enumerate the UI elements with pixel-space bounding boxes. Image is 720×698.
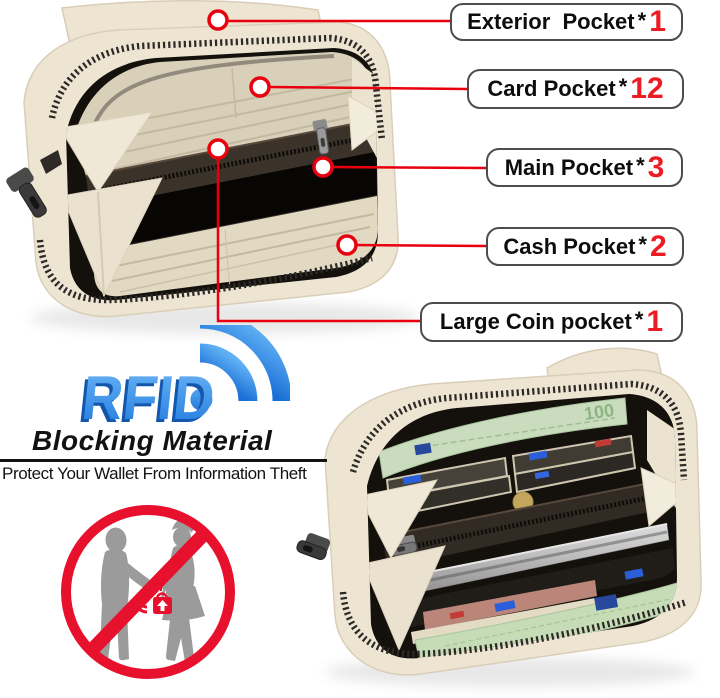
callout-label: Main Pocket: [504, 154, 634, 180]
eu-flag-patch: [594, 594, 619, 611]
callout-label: Exterior Pocket: [467, 9, 635, 34]
euro-banknote-top: 100: [378, 397, 628, 479]
callout-count: 12: [630, 72, 664, 105]
zipper-pull: [296, 533, 331, 561]
callout-count: 2: [649, 229, 667, 263]
rfid-logo-text: RFID: [79, 364, 218, 430]
callout-coin-pocket: Large Coin pocket*1: [420, 302, 683, 342]
anti-theft-illustration: [61, 505, 235, 679]
open-wallet-photo-filled: 100: [296, 347, 702, 687]
rfid-logo-text-shadow: RFID: [75, 367, 214, 430]
zipper-teeth: [339, 380, 688, 658]
callout-exterior-pocket: Exterior Pocket*1: [450, 3, 683, 41]
callout-star: *: [638, 232, 647, 257]
wifi-signal-icon: [190, 325, 290, 411]
banknote-denomination: 100: [583, 400, 616, 424]
rfid-block: RFID RFID Blocking Material Protect Your…: [0, 325, 340, 495]
coin-zipper-pocket: [382, 477, 677, 568]
inner-zipper-slider: [312, 119, 330, 155]
callout-cash-pocket: Cash Pocket*2: [486, 227, 684, 266]
gusset-folds: [367, 410, 677, 652]
rfid-subtitle: Protect Your Wallet From Information The…: [2, 464, 307, 483]
callout-count: 3: [647, 150, 665, 184]
handbag-lock-icon: [153, 587, 172, 614]
callout-label: Card Pocket: [487, 76, 616, 101]
callout-main-pocket: Main Pocket*3: [486, 148, 683, 187]
credit-cards-front: [403, 548, 675, 630]
callout-star: *: [637, 8, 647, 33]
rfid-title: Blocking Material: [32, 425, 273, 456]
gusset-folds: [66, 58, 378, 298]
callout-star: *: [634, 307, 644, 332]
divider-line: [0, 459, 327, 462]
callout-card-pocket: Card Pocket*12: [467, 69, 684, 109]
callout-count: 1: [646, 305, 664, 338]
rfid-logo: RFID RFID: [75, 325, 290, 430]
callout-label: Cash Pocket: [503, 233, 636, 259]
callout-star: *: [618, 74, 628, 99]
open-wallet-photo-empty: [6, 0, 420, 334]
callout-label: Large Coin pocket: [439, 309, 632, 334]
callout-count: 1: [649, 5, 666, 38]
eu-flag-patch: [414, 442, 432, 456]
callout-star: *: [636, 153, 645, 178]
prohibition-slash: [85, 528, 211, 656]
prohibition-circle: [61, 505, 235, 679]
zipper-pull: [6, 150, 62, 218]
